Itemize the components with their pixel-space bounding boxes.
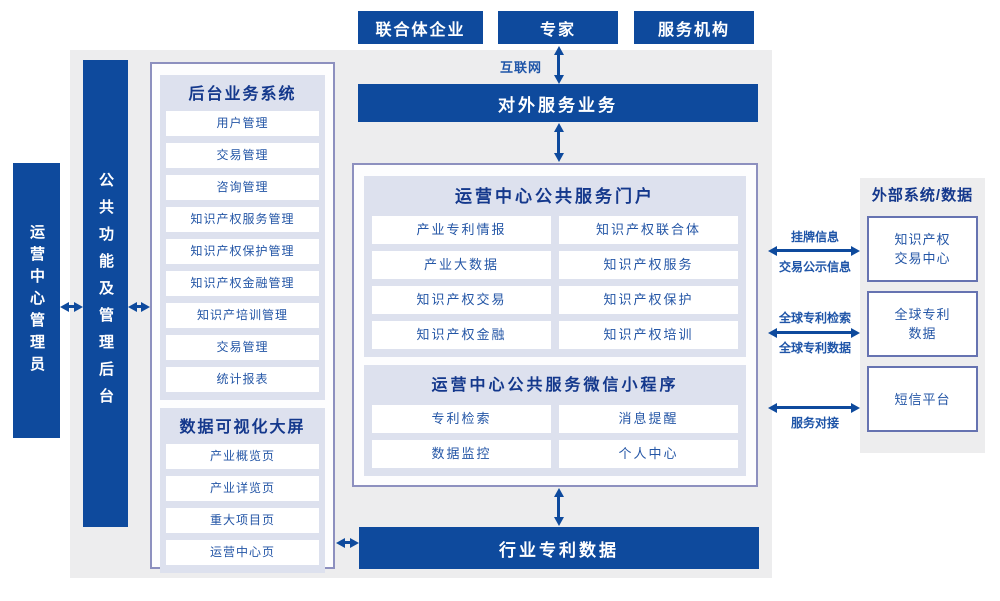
backend-item-ip-protection-mgmt: 知识产权保护管理: [166, 239, 319, 264]
portal-title: 运营中心公共服务门户: [455, 187, 655, 206]
dashboard-item-major-projects: 重大项目页: [166, 508, 319, 533]
external-box-sms-platform: 短信平台: [867, 366, 978, 432]
link-label-trade-publicity-info: 交易公示信息: [778, 260, 851, 274]
actor-box-service-organizations: 服务机构: [634, 11, 754, 44]
backend-and-dashboard-box: 后台业务系统 用户管理 交易管理 咨询管理 知识产权服务管理 知识产权保护管理 …: [150, 62, 335, 573]
miniprogram-item-message-alert: 消息提醒: [559, 405, 738, 433]
link-label-global-patent-data: 全球专利数据: [778, 341, 851, 355]
backend-item-consult-mgmt: 咨询管理: [166, 175, 319, 200]
backend-item-ip-training-mgmt: 知识产培训管理: [166, 303, 319, 328]
miniprogram-panel: 运营中心公共服务微信小程序 专利检索 消息提醒 数据监控 个人中心: [364, 365, 746, 476]
portal-item-ip-trade: 知识产权交易: [372, 286, 551, 314]
double-arrow-backend-box-icon: [136, 305, 142, 308]
operation-center-admin-bar: 运营中心管理员: [13, 163, 60, 438]
link-label-listing-info: 挂牌信息: [790, 230, 839, 244]
internet-label: 互联网: [499, 60, 542, 75]
portal-item-ip-finance: 知识产权金融: [372, 321, 551, 349]
dashboard-item-operation-center: 运营中心页: [166, 540, 319, 565]
backend-system-panel: 后台业务系统 用户管理 交易管理 咨询管理 知识产权服务管理 知识产权保护管理 …: [160, 75, 325, 400]
actor-box-consortium-enterprises: 联合体企业: [358, 11, 483, 44]
double-arrow-portal-patentdata-icon: [557, 496, 560, 518]
portal-item-ip-consortium: 知识产权联合体: [559, 216, 738, 244]
industry-patent-data-bar: 行业专利数据: [359, 527, 759, 569]
external-systems-panel: 外部系统/数据 知识产权交易中心 全球专利数据 短信平台: [860, 178, 985, 453]
external-service-bar: 对外服务业务: [358, 84, 758, 122]
backend-item-ip-finance-mgmt: 知识产权金融管理: [166, 271, 319, 296]
backend-item-trade-mgmt: 交易管理: [166, 143, 319, 168]
portal-item-ip-protection: 知识产权保护: [559, 286, 738, 314]
double-arrow-dashboard-patentdata-icon: [344, 541, 351, 544]
external-box-ip-trade-center: 知识产权交易中心: [867, 216, 978, 282]
portal-item-ip-training: 知识产权培训: [559, 321, 738, 349]
dashboard-item-industry-overview: 产业概览页: [166, 444, 319, 469]
link-label-service-connection: 服务对接: [790, 416, 839, 430]
miniprogram-title: 运营中心公共服务微信小程序: [431, 377, 679, 394]
dashboard-title: 数据可视化大屏: [179, 419, 306, 436]
dashboard-panel: 数据可视化大屏 产业概览页 产业详览页 重大项目页 运营中心页: [160, 408, 325, 573]
external-box-global-patent-data: 全球专利数据: [867, 291, 978, 357]
double-arrow-trade-center-icon: [776, 249, 852, 252]
portal-and-miniprogram-box: 运营中心公共服务门户 产业专利情报 知识产权联合体 产业大数据 知识产权服务 知…: [352, 163, 758, 487]
external-systems-title: 外部系统/数据: [871, 187, 974, 204]
backend-system-title: 后台业务系统: [188, 86, 297, 103]
miniprogram-item-data-monitor: 数据监控: [372, 440, 551, 468]
backend-item-user-mgmt: 用户管理: [166, 111, 319, 136]
backend-item-ip-service-mgmt: 知识产权服务管理: [166, 207, 319, 232]
portal-item-ip-service: 知识产权服务: [559, 251, 738, 279]
backend-item-trade-mgmt-2: 交易管理: [166, 335, 319, 360]
dashboard-item-industry-detail: 产业详览页: [166, 476, 319, 501]
miniprogram-item-patent-search: 专利检索: [372, 405, 551, 433]
double-arrow-service-to-portal-icon: [557, 131, 560, 154]
actor-box-experts: 专家: [498, 11, 618, 44]
double-arrow-global-patent-icon: [776, 331, 852, 334]
backend-item-statistics: 统计报表: [166, 367, 319, 392]
miniprogram-item-personal-center: 个人中心: [559, 440, 738, 468]
double-arrow-sms-platform-icon: [776, 406, 852, 409]
link-label-global-patent-search: 全球专利检索: [778, 311, 851, 325]
portal-panel: 运营中心公共服务门户 产业专利情报 知识产权联合体 产业大数据 知识产权服务 知…: [364, 176, 746, 357]
double-arrow-internet-icon: [557, 54, 560, 76]
public-functions-backend-bar: 公共功能及管理后台: [83, 60, 128, 527]
external-box-label: 知识产权交易中心: [894, 232, 951, 266]
portal-item-patent-intelligence: 产业专利情报: [372, 216, 551, 244]
external-box-label: 全球专利数据: [894, 307, 951, 341]
external-box-label: 短信平台: [894, 391, 951, 407]
double-arrow-admin-backend-icon: [68, 305, 75, 308]
portal-item-industry-bigdata: 产业大数据: [372, 251, 551, 279]
